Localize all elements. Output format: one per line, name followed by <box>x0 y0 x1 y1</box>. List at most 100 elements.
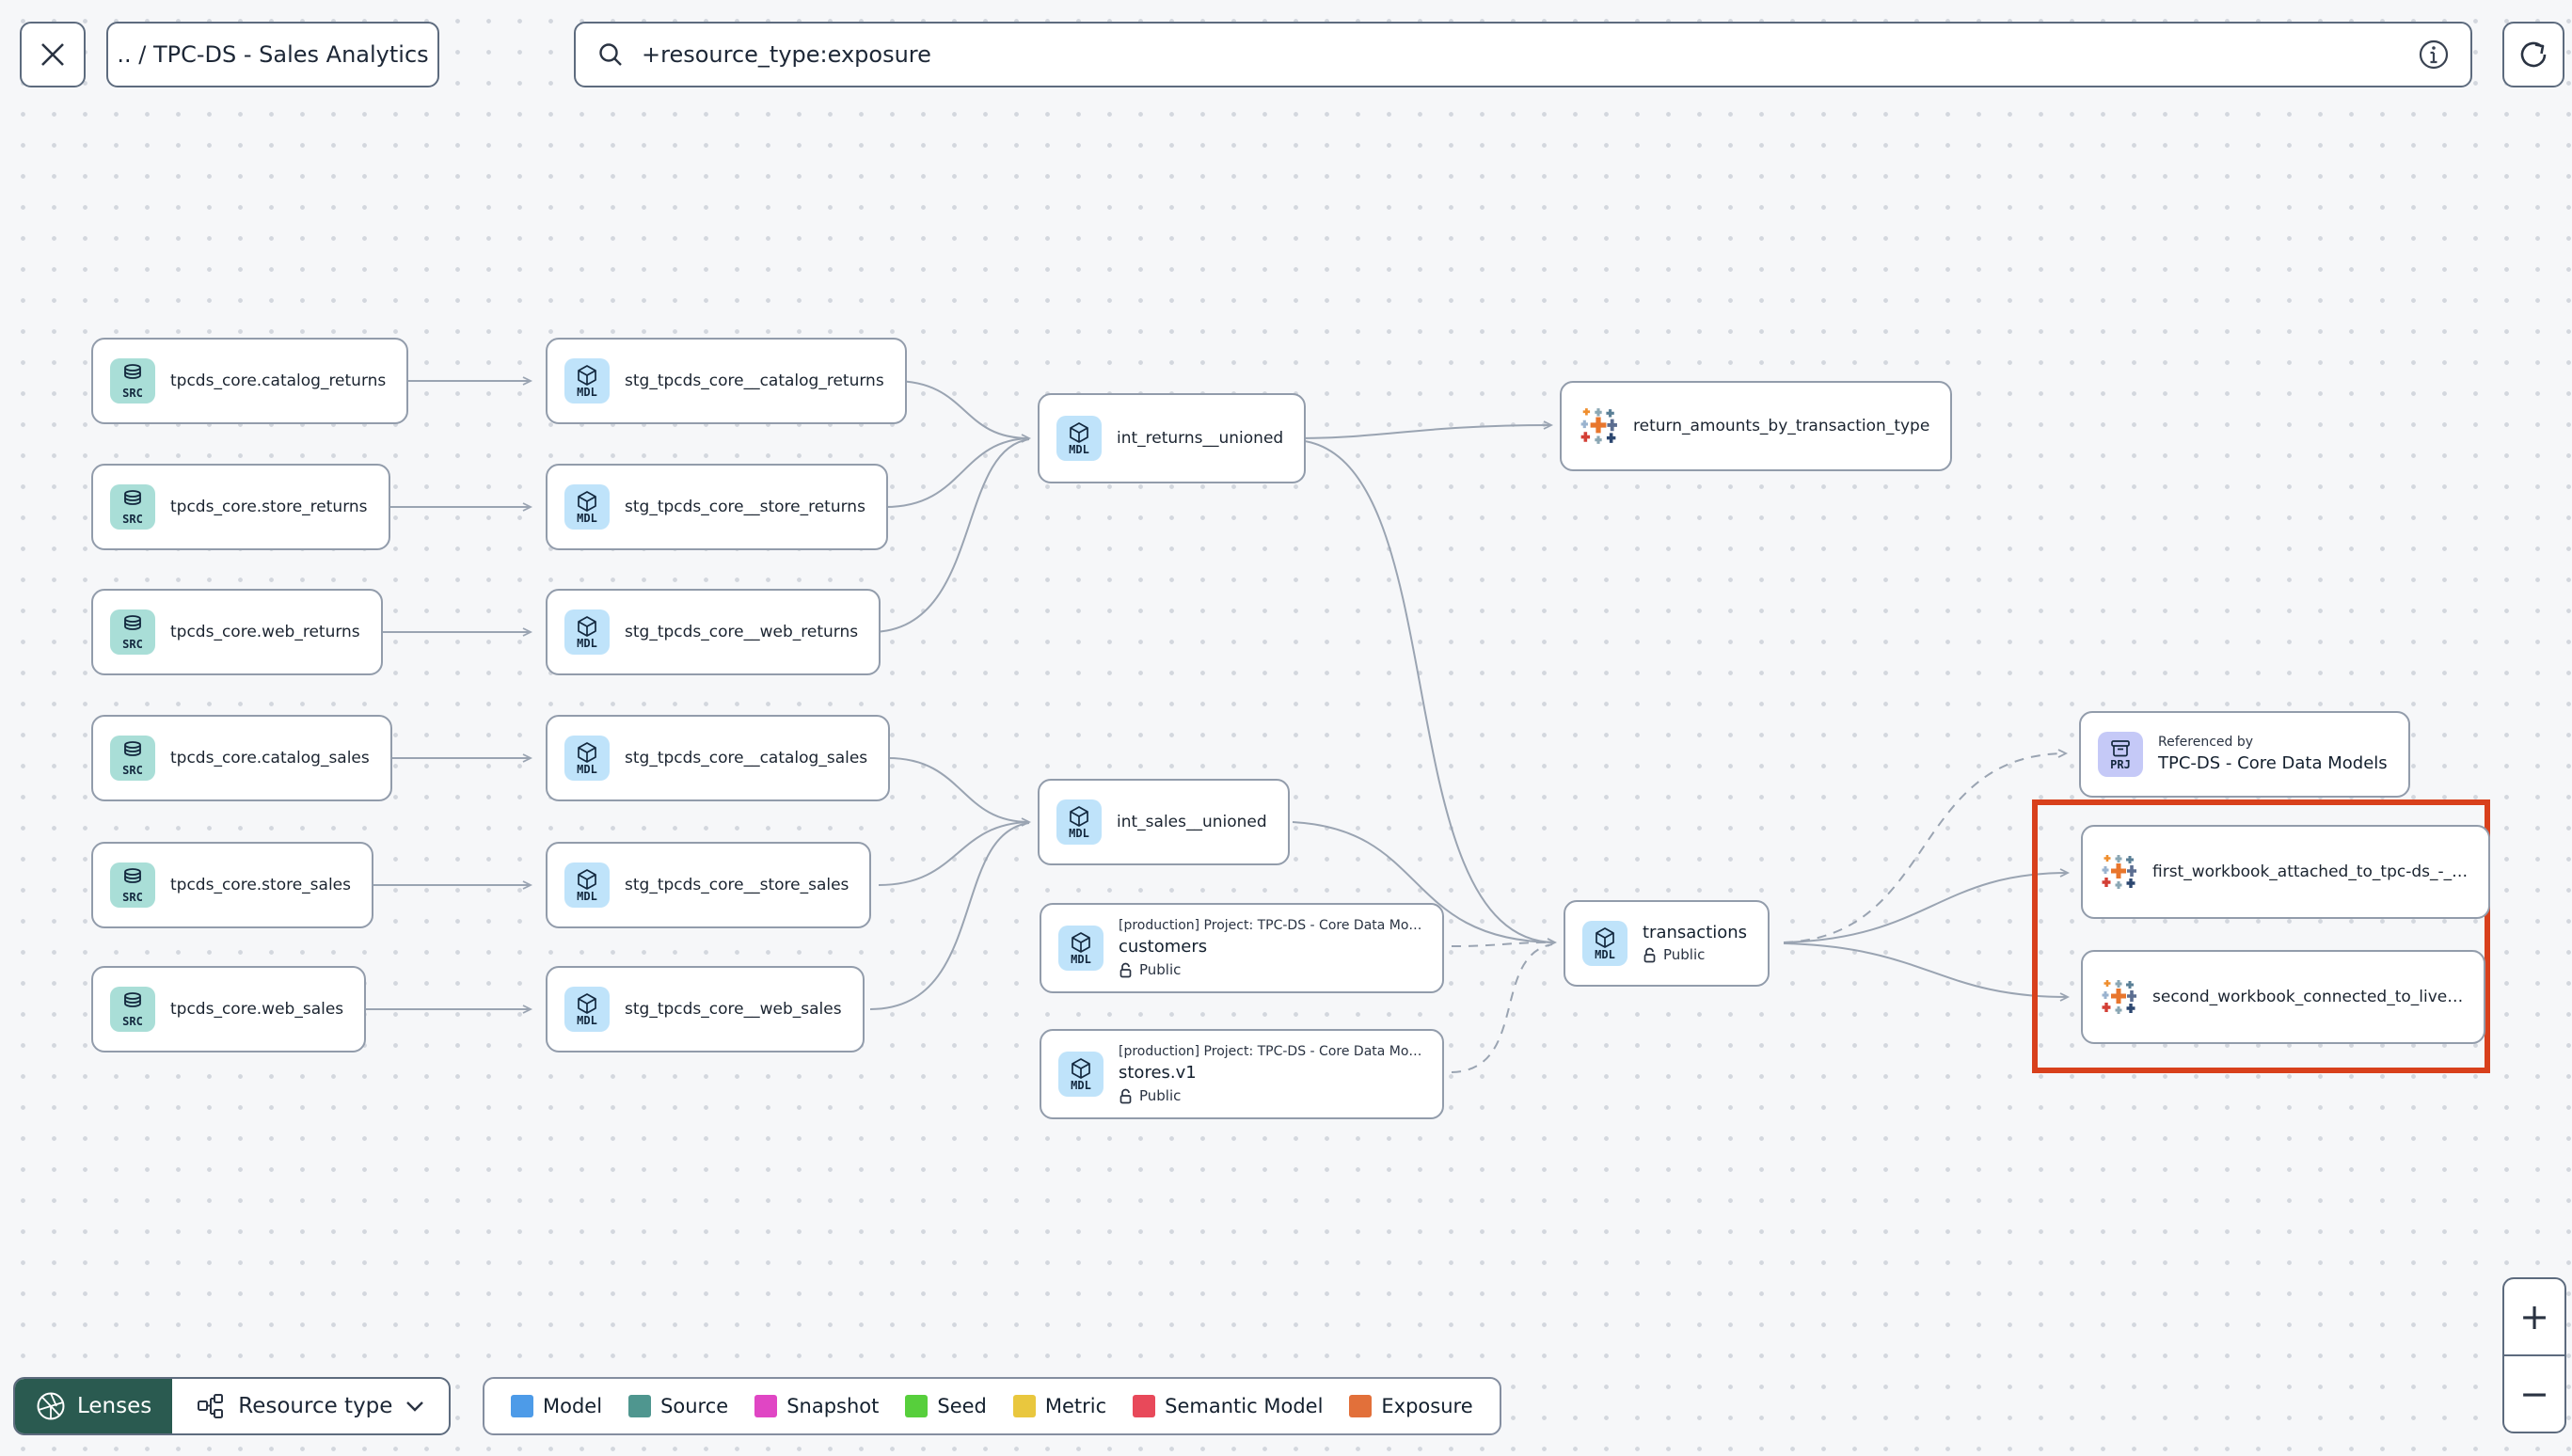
node-model-int-sales-unioned[interactable]: MDL int_sales__unioned <box>1038 779 1290 865</box>
legend-swatch <box>905 1395 929 1417</box>
model-icon: MDL <box>564 484 610 530</box>
node-label: customers <box>1119 937 1208 957</box>
node-label: stg_tpcds_core__web_sales <box>625 1000 842 1019</box>
node-model-stg-catalog-returns[interactable]: MDL stg_tpcds_core__catalog_returns <box>546 338 907 424</box>
node-model-transactions[interactable]: MDL transactions Public <box>1564 900 1770 987</box>
model-icon: MDL <box>564 358 610 404</box>
resource-type-icon <box>198 1394 224 1418</box>
lenses-button[interactable]: Lenses <box>15 1379 173 1433</box>
node-model-customers[interactable]: MDL [production] Project: TPC-DS - Core … <box>1040 903 1445 993</box>
legend-swatch <box>1012 1395 1036 1417</box>
model-icon: MDL <box>564 987 610 1032</box>
node-label: return_amounts_by_transaction_type <box>1633 417 1930 435</box>
node-label: tpcds_core.store_returns <box>170 498 368 516</box>
node-exposure-first-workbook[interactable]: first_workbook_attached_to_tpc-ds_-_… <box>2081 825 2491 919</box>
node-label: tpcds_core.catalog_returns <box>170 372 387 390</box>
legend-item-snapshot: Snapshot <box>754 1395 879 1417</box>
model-icon: MDL <box>1058 1052 1103 1097</box>
breadcrumb[interactable]: .. / TPC-DS - Sales Analytics <box>106 22 439 87</box>
node-model-stg-store-returns[interactable]: MDL stg_tpcds_core__store_returns <box>546 464 888 550</box>
referenced-by-title: Referenced by <box>2158 734 2254 750</box>
legend-swatch <box>1133 1395 1156 1417</box>
node-label: tpcds_core.web_returns <box>170 623 360 641</box>
node-source-web-returns[interactable]: SRC tpcds_core.web_returns <box>91 589 383 675</box>
model-icon: MDL <box>564 863 610 908</box>
resource-type-dropdown[interactable]: Resource type <box>172 1379 449 1433</box>
access-label: Public <box>1139 1086 1182 1104</box>
node-label: transactions <box>1643 922 1748 942</box>
access-label: Public <box>1139 960 1182 978</box>
node-model-stg-web-returns[interactable]: MDL stg_tpcds_core__web_returns <box>546 589 881 675</box>
node-model-stg-web-sales[interactable]: MDL stg_tpcds_core__web_sales <box>546 966 865 1052</box>
lens-toolbar: Lenses Resource type <box>13 1377 452 1435</box>
info-icon[interactable] <box>2418 39 2450 71</box>
legend-swatch <box>1349 1395 1373 1417</box>
legend-item-seed: Seed <box>905 1395 987 1417</box>
source-icon: SRC <box>110 987 155 1032</box>
node-model-stores-v1[interactable]: MDL [production] Project: TPC-DS - Core … <box>1040 1029 1445 1119</box>
node-label: stores.v1 <box>1119 1063 1197 1084</box>
node-label: stg_tpcds_core__store_sales <box>625 876 849 894</box>
zoom-out-button[interactable]: − <box>2519 1373 2549 1415</box>
node-label: tpcds_core.catalog_sales <box>170 749 370 768</box>
lenses-label: Lenses <box>77 1394 152 1418</box>
legend-item-semantic-model: Semantic Model <box>1133 1395 1323 1417</box>
project-icon: PRJ <box>2098 732 2143 777</box>
selection-highlight-rect <box>2032 799 2490 1073</box>
legend-swatch <box>628 1395 652 1417</box>
legend-item-source: Source <box>628 1395 728 1417</box>
tableau-icon <box>1580 408 1617 444</box>
zoom-in-button[interactable]: + <box>2504 1279 2564 1356</box>
model-icon: MDL <box>564 609 610 655</box>
legend-swatch <box>754 1395 778 1417</box>
model-icon: MDL <box>1056 799 1102 845</box>
model-icon: MDL <box>1058 926 1103 971</box>
node-source-store-sales[interactable]: SRC tpcds_core.store_sales <box>91 842 373 928</box>
node-model-stg-store-sales[interactable]: MDL stg_tpcds_core__store_sales <box>546 842 872 928</box>
node-source-catalog-returns[interactable]: SRC tpcds_core.catalog_returns <box>91 338 409 424</box>
node-project-label: [production] Project: TPC-DS - Core Data… <box>1119 917 1422 933</box>
tableau-icon <box>2102 855 2136 889</box>
node-exposure-return-amounts[interactable]: return_amounts_by_transaction_type <box>1560 381 1953 471</box>
refresh-button[interactable] <box>2502 22 2564 87</box>
node-label: int_sales__unioned <box>1117 813 1267 831</box>
node-exposure-second-workbook[interactable]: second_workbook_connected_to_live… <box>2081 950 2486 1044</box>
node-label: stg_tpcds_core__catalog_sales <box>625 749 868 768</box>
node-label: tpcds_core.web_sales <box>170 1000 344 1019</box>
node-source-catalog-sales[interactable]: SRC tpcds_core.catalog_sales <box>91 715 392 801</box>
node-label: stg_tpcds_core__web_returns <box>625 623 859 641</box>
node-model-int-returns-unioned[interactable]: MDL int_returns__unioned <box>1038 393 1307 483</box>
source-icon: SRC <box>110 358 155 404</box>
source-icon: SRC <box>110 484 155 530</box>
refresh-icon <box>2520 41 2547 68</box>
close-button[interactable] <box>20 22 86 87</box>
model-icon: MDL <box>1582 921 1627 966</box>
node-label: first_workbook_attached_to_tpc-ds_-_… <box>2152 863 2469 881</box>
zoom-controls: + − <box>2502 1277 2566 1433</box>
source-icon: SRC <box>110 863 155 908</box>
chevron-down-icon <box>406 1401 424 1412</box>
tableau-icon <box>2102 980 2136 1014</box>
legend-item-model: Model <box>511 1395 602 1417</box>
node-model-stg-catalog-sales[interactable]: MDL stg_tpcds_core__catalog_sales <box>546 715 891 801</box>
node-label: int_returns__unioned <box>1117 429 1284 448</box>
node-source-store-returns[interactable]: SRC tpcds_core.store_returns <box>91 464 390 550</box>
access-label: Public <box>1663 946 1706 964</box>
search-input[interactable] <box>640 40 2403 69</box>
unlock-icon <box>1119 1088 1132 1103</box>
node-source-web-sales[interactable]: SRC tpcds_core.web_sales <box>91 966 367 1052</box>
legend-item-metric: Metric <box>1012 1395 1106 1417</box>
model-icon: MDL <box>1056 416 1102 461</box>
node-referenced-by-project[interactable]: PRJ Referenced by TPC-DS - Core Data Mod… <box>2079 711 2410 798</box>
breadcrumb-label: .. / TPC-DS - Sales Analytics <box>117 41 429 68</box>
node-label: stg_tpcds_core__store_returns <box>625 498 865 516</box>
node-label: tpcds_core.store_sales <box>170 876 351 894</box>
unlock-icon <box>1119 962 1132 977</box>
close-icon <box>41 43 64 66</box>
node-label: stg_tpcds_core__catalog_returns <box>625 372 884 390</box>
resource-type-label: Resource type <box>238 1394 393 1418</box>
search-icon <box>599 43 622 66</box>
search-bar[interactable] <box>574 22 2472 87</box>
